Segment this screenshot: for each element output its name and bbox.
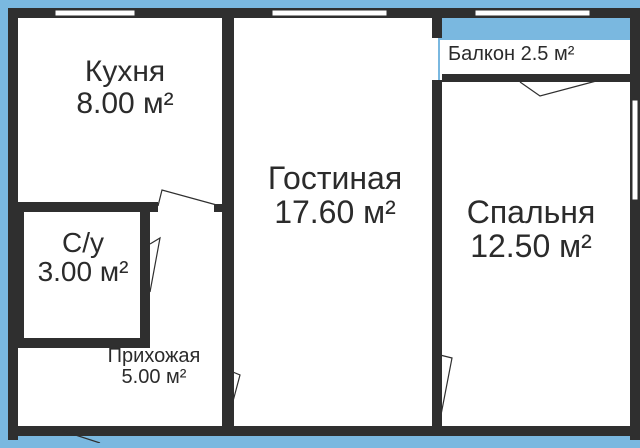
balcony-door [519, 79, 601, 97]
balcony-floor [440, 40, 630, 80]
bedroom-door [439, 354, 453, 421]
balcony-left-wall [432, 8, 442, 38]
bedroom-door-hinge [432, 410, 442, 418]
living-label: Гостиная 17.60 м² [240, 160, 430, 230]
hallway-area: 5.00 м² [121, 366, 187, 388]
bathroom-area: 3.00 м² [37, 256, 129, 288]
bathroom-label: С/у 3.00 м² [24, 228, 142, 287]
bedroom-name: Спальня [466, 194, 596, 230]
living-left-wall [222, 8, 234, 428]
kitchen-window [54, 9, 136, 17]
bedroom-floor [440, 40, 630, 434]
bedroom-area: 12.50 м² [470, 227, 592, 264]
balcony-bottom-wall [442, 74, 632, 82]
left-wall [8, 8, 18, 440]
bathroom-name: С/у [62, 227, 104, 258]
balcony-window [474, 9, 591, 17]
right-wall [630, 8, 640, 440]
bedroom-label: Спальня 12.50 м² [446, 194, 616, 264]
bathroom-door [149, 236, 161, 293]
living-window [271, 9, 388, 17]
living-name: Гостиная [267, 160, 403, 196]
doors [59, 79, 601, 444]
kitchen-bottom-wall [14, 202, 158, 212]
kitchen-door-hinge [214, 204, 224, 212]
living-door [227, 369, 241, 421]
bathroom-bottom-wall [14, 338, 148, 348]
balcony-label: Балкон 2.5 м² [448, 44, 610, 65]
bathroom-right-wall [140, 212, 150, 348]
kitchen-label: Кухня 8.00 м² [40, 56, 210, 119]
entrance-door [59, 429, 101, 444]
kitchen-name: Кухня [84, 55, 166, 88]
bedroom-window [631, 99, 639, 201]
bathroom-left-wall [18, 212, 24, 338]
kitchen-door [157, 189, 225, 208]
interior-walls [14, 8, 632, 430]
windows [54, 9, 639, 201]
living-right-wall [432, 80, 442, 430]
hallway-name: Прихожая [107, 345, 201, 367]
bottom-wall [8, 426, 640, 436]
hallway-label: Прихожая 5.00 м² [86, 346, 222, 388]
door-hinges [214, 204, 442, 418]
living-area: 17.60 м² [274, 193, 396, 230]
balcony-text: Балкон 2.5 м² [448, 43, 575, 65]
kitchen-area: 8.00 м² [76, 86, 174, 120]
